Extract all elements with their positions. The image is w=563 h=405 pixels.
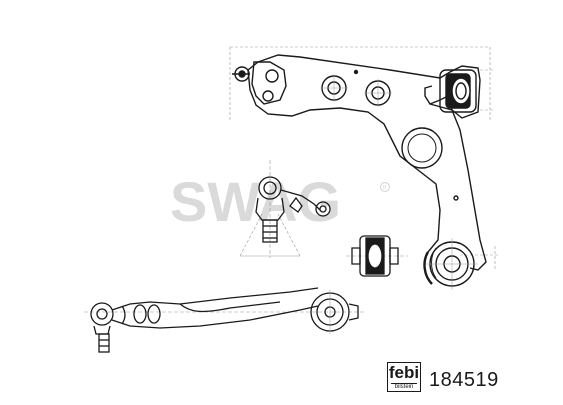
- control-arm-side-view: [84, 287, 364, 353]
- watermark-text: SWAG: [170, 170, 341, 233]
- bushing-side-view: [346, 235, 408, 277]
- febi-bilstein-logo: febi bilstein: [387, 362, 421, 392]
- brand-logo-sub: bilstein: [394, 384, 414, 390]
- watermark: SWAG R: [170, 170, 391, 233]
- part-number: 184519: [429, 369, 499, 391]
- control-arm-top-view: [229, 46, 500, 290]
- ball-joint-detail: [239, 160, 331, 258]
- brand-logo-name: febi: [388, 363, 420, 382]
- svg-text:R: R: [382, 186, 387, 192]
- brand-logo-divider: [391, 383, 417, 384]
